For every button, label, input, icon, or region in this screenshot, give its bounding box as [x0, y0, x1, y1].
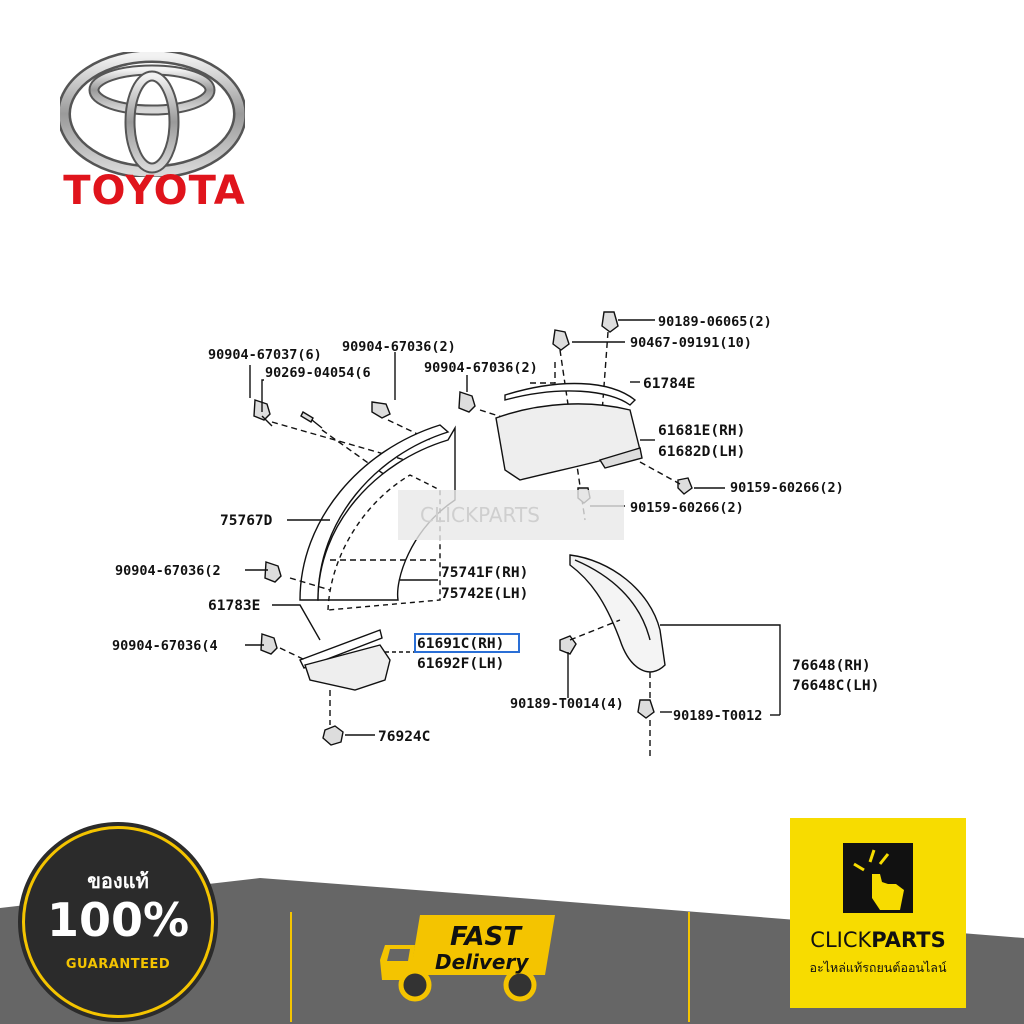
delivery-fast: FAST: [450, 922, 523, 952]
clickparts-name-b: PARTS: [871, 928, 946, 952]
label-90159-60266-b: 90159-60266(2): [630, 500, 744, 516]
toyota-emblem-icon: [60, 52, 245, 177]
label-90904-67036-a: 90904-67036(2): [342, 339, 456, 355]
label-75741f: 75741F(RH): [441, 565, 528, 581]
clip-icon: [559, 635, 577, 655]
label-90904-67036-b: 90904-67036(2): [424, 360, 538, 376]
label-90904-67037: 90904-67037(6): [208, 347, 322, 363]
label-76648c: 76648C(LH): [792, 678, 879, 694]
label-90467-09191: 90467-09191(10): [630, 335, 752, 351]
label-61691c: 61691C(RH): [417, 636, 504, 652]
nut-icon: [322, 725, 344, 746]
label-76924c: 76924C: [378, 729, 430, 745]
watermark-text: CLICKPARTS: [420, 503, 540, 527]
clip-icon: [637, 699, 655, 719]
label-75742e: 75742E(LH): [441, 586, 528, 602]
label-90269-04054: 90269-04054(6: [265, 365, 371, 381]
divider: [688, 912, 690, 1022]
label-61692f: 61692F(LH): [417, 656, 504, 672]
label-61783e: 61783E: [208, 598, 260, 614]
clip-icon: [260, 633, 278, 655]
clip-icon: [371, 401, 391, 419]
label-76648: 76648(RH): [792, 658, 871, 674]
delivery-word: Delivery: [435, 950, 529, 974]
genuine-badge: ของแท้ 100% GUARANTEED: [22, 826, 214, 1018]
badge-percent: 100%: [46, 893, 190, 947]
label-90189-06065: 90189-06065(2): [658, 314, 772, 330]
tap-screen-icon: [843, 843, 913, 913]
label-90159-60266-a: 90159-60266(2): [730, 480, 844, 496]
clip-icon: [552, 329, 570, 351]
clickparts-tagline: อะไหล่แท้รถยนต์ออนไลน์: [809, 960, 947, 975]
brand-name: TOYOTA: [63, 168, 246, 214]
clip-icon: [601, 311, 619, 333]
label-90189-t0014: 90189-T0014(4): [510, 696, 624, 712]
screw-icon: [300, 411, 323, 429]
clip-icon: [253, 399, 273, 427]
delivery-truck-icon: FAST Delivery: [380, 915, 555, 1002]
label-61681e: 61681E(RH): [658, 423, 745, 439]
clickparts-logo: CLICKPARTS อะไหล่แท้รถยนต์ออนไลน์: [790, 818, 966, 1008]
clickparts-name: CLICKPARTS: [790, 928, 966, 952]
label-61682d: 61682D(LH): [658, 444, 745, 460]
clickparts-name-a: CLICK: [810, 928, 872, 952]
badge-thai-text: ของแท้: [87, 869, 149, 893]
label-90904-67036-d: 90904-67036(4: [112, 638, 218, 654]
screw-icon: [677, 477, 693, 495]
label-90189-t0012: 90189-T0012: [673, 708, 762, 724]
highlight-box: [414, 633, 520, 653]
divider: [290, 912, 292, 1022]
label-61784e: 61784E: [643, 376, 695, 392]
label-90904-67036-c: 90904-67036(2: [115, 563, 221, 579]
clip-icon: [458, 391, 476, 413]
clip-icon: [264, 561, 282, 583]
badge-guaranteed: GUARANTEED: [65, 957, 171, 972]
label-75767d: 75767D: [220, 513, 273, 529]
